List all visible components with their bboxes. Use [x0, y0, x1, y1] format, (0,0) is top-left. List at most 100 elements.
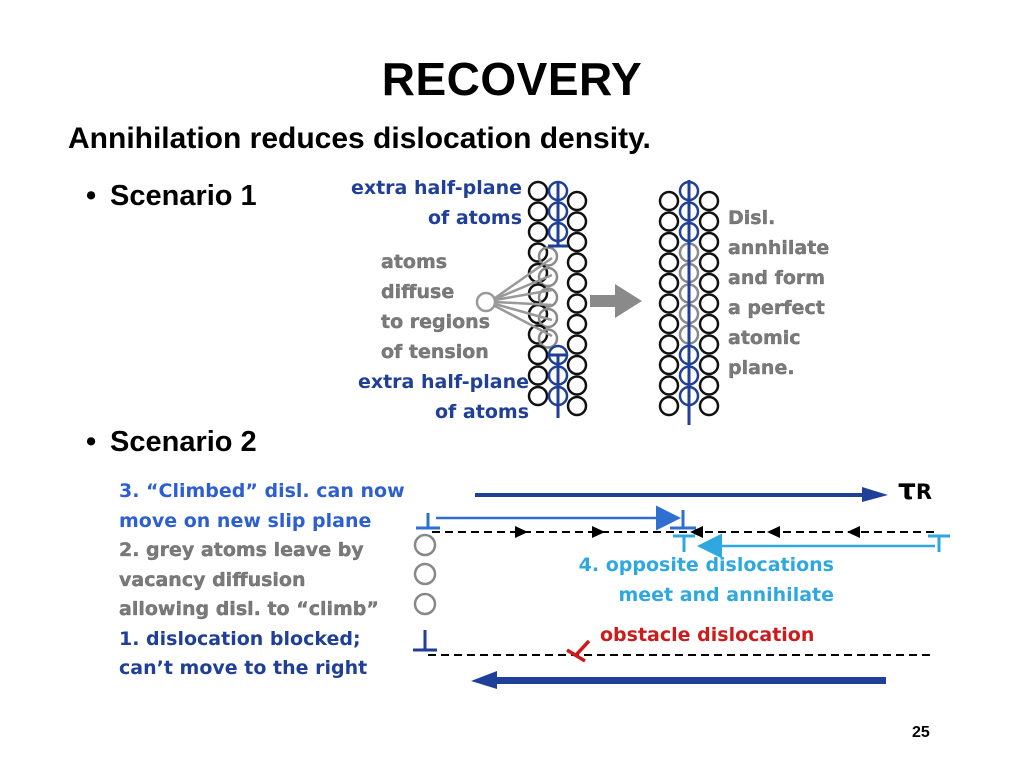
step4-line-1: 4. opposite dislocations	[578, 554, 834, 576]
atom	[658, 252, 680, 273]
scenario-2-label: Scenario 2	[110, 426, 257, 458]
step2-line-3: allowing disl. to “climb”	[119, 598, 379, 620]
bullet-marker: •	[86, 180, 97, 212]
atom	[698, 395, 720, 417]
atom	[566, 395, 588, 417]
atom	[698, 293, 720, 314]
atom	[566, 211, 588, 232]
step1-line-1: 1. dislocation blocked;	[119, 627, 361, 650]
diffusing-atom	[537, 246, 559, 267]
scenario-1-label: Scenario 1	[110, 180, 257, 212]
atom	[566, 272, 588, 294]
tau-subscript: R	[915, 480, 933, 504]
moved-dislocation	[670, 510, 696, 530]
atom	[527, 365, 549, 386]
diffuse-line-4: of tension	[381, 341, 489, 363]
result-line-3: and form	[728, 267, 826, 289]
stress-label: τR	[898, 475, 932, 507]
diffusing-atom	[537, 307, 559, 329]
atom	[527, 221, 549, 243]
step3-line-2: move on new slip plane	[119, 509, 372, 532]
obstacle-label: obstacle dislocation	[600, 624, 815, 646]
atom	[658, 231, 680, 253]
atom	[698, 272, 720, 294]
atom	[566, 231, 588, 253]
top-half-plane-label: extra half-plane of atoms	[300, 173, 522, 233]
result-line-6: plane.	[728, 357, 795, 379]
atom	[566, 313, 588, 335]
scenario-2-steps: 3. “Climbed” disl. can now move on new s…	[119, 477, 405, 684]
atom	[527, 242, 549, 263]
atom	[698, 190, 720, 212]
atom	[566, 375, 588, 396]
diffuse-label: atoms diffuse to regions of tension	[381, 247, 490, 367]
process-arrow	[590, 284, 642, 318]
tau-symbol: τ	[898, 473, 916, 506]
step3-line-1: 3. “Climbed” disl. can now	[119, 480, 405, 502]
atom	[698, 375, 720, 396]
atom	[658, 272, 680, 294]
diffusing-atom	[537, 287, 559, 308]
bullet-marker: •	[86, 426, 97, 458]
slide-title: RECOVERY	[381, 53, 643, 105]
atom	[658, 334, 680, 355]
diffusing-atom	[537, 266, 559, 288]
diffuse-line-3: to regions	[381, 311, 491, 333]
atom	[566, 334, 588, 355]
atom	[527, 344, 549, 366]
opposite-dislocation	[928, 534, 950, 552]
result-line-1: Disl.	[728, 207, 776, 229]
diffusion-fan	[475, 256, 553, 338]
atom	[658, 354, 680, 376]
atom	[658, 313, 680, 335]
step1-line-2: can’t move to the right	[119, 657, 368, 679]
result-line-2: annhilate	[728, 237, 830, 259]
lattice-after	[658, 180, 720, 425]
bullet-scenario-2: • Scenario 2	[86, 426, 257, 459]
step4-label: 4. opposite dislocations meet and annihi…	[520, 550, 834, 610]
grey-atoms	[413, 533, 437, 616]
result-label: Disl. annhilate and form a perfect atomi…	[728, 203, 830, 383]
bottom-half-plane-line-2: of atoms	[435, 401, 529, 423]
atom	[698, 252, 720, 273]
page-number: 25	[912, 724, 930, 741]
atom	[527, 385, 549, 407]
atom	[566, 190, 588, 212]
atom	[698, 334, 720, 355]
step2-line-1: 2. grey atoms leave by	[119, 539, 364, 561]
atom	[566, 354, 588, 376]
atom	[566, 252, 588, 273]
bottom-half-plane-line-1: extra half-plane	[357, 371, 529, 393]
opposite-dislocation-meeting	[673, 534, 695, 552]
upper-shear-arrow	[475, 487, 888, 502]
atom	[658, 211, 680, 232]
lower-shear-arrow	[471, 671, 886, 689]
step4-line-2: meet and annihilate	[618, 584, 834, 606]
atom	[658, 375, 680, 396]
atom	[527, 180, 549, 202]
diffusing-atom	[537, 328, 559, 349]
result-line-4: a perfect	[728, 297, 825, 319]
lattice-before	[527, 180, 588, 418]
atom	[698, 354, 720, 376]
top-half-plane-line-1: extra half-plane	[350, 177, 522, 199]
atom	[658, 395, 680, 417]
atom	[566, 293, 588, 314]
result-line-5: atomic	[728, 327, 801, 349]
top-half-plane-line-2: of atoms	[428, 207, 522, 229]
blocked-dislocation	[413, 630, 437, 652]
diffuse-line-1: atoms	[381, 251, 448, 273]
atom	[658, 190, 680, 212]
atom	[658, 293, 680, 314]
step2-line-2: vacancy diffusion	[119, 568, 306, 591]
climbed-dislocation	[416, 513, 440, 530]
bullet-scenario-1: • Scenario 1	[86, 180, 257, 213]
atom	[698, 313, 720, 335]
obstacle-dislocation	[566, 639, 591, 663]
slide-subtitle: Annihilation reduces dislocation density…	[68, 122, 651, 155]
atom	[698, 231, 720, 253]
bottom-half-plane-label: extra half-plane of atoms	[300, 367, 529, 427]
diffuse-line-2: diffuse	[381, 281, 455, 303]
atom	[698, 211, 720, 232]
